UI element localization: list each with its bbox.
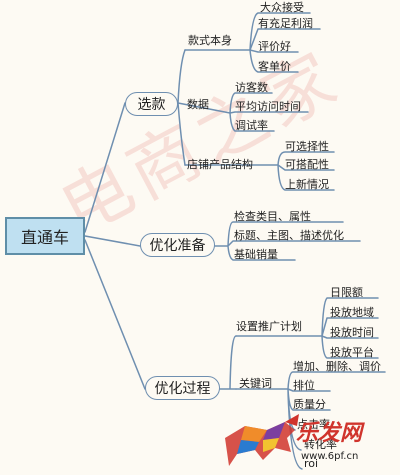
leaf-dianjilv: 点击率 bbox=[297, 418, 330, 431]
leaf-kexuanze: 可选择性 bbox=[285, 140, 329, 153]
leaf-pingjun: 平均访问时间 bbox=[235, 100, 301, 113]
leaf-zengjia: 增加、删除、调价 bbox=[293, 360, 381, 373]
group-label-shuju: 数据 bbox=[187, 98, 209, 111]
leaf-diyu: 投放地域 bbox=[330, 306, 374, 319]
connector-b1g1-leaves bbox=[249, 12, 321, 73]
leaf-jiancha: 检查类目、属性 bbox=[234, 210, 311, 223]
leaf-jichu: 基础销量 bbox=[234, 248, 278, 261]
connector-b1g3-leaves bbox=[277, 151, 335, 191]
leaf-fangke: 访客数 bbox=[235, 81, 268, 94]
connector-b1g2-leaves bbox=[229, 92, 309, 132]
leaf-pingjia: 评价好 bbox=[258, 40, 291, 53]
leaf-roi: roi bbox=[304, 457, 319, 470]
connector-root-branch2 bbox=[84, 235, 141, 247]
leaf-kedanjia: 客单价 bbox=[258, 60, 291, 73]
leaf-shijian: 投放时间 bbox=[330, 326, 374, 339]
leaf-tiaoshi: 调试率 bbox=[235, 119, 268, 132]
connector-root-branch3 bbox=[84, 239, 146, 390]
leaf-lirun: 有充足利润 bbox=[258, 17, 313, 30]
connector-b3g1-leaves bbox=[321, 297, 379, 359]
root-node: 直通车 bbox=[5, 217, 85, 255]
connector-b2-spine bbox=[214, 221, 361, 261]
group-label-shezhi: 设置推广计划 bbox=[236, 320, 302, 333]
connector-root-branch1 bbox=[84, 102, 126, 233]
connector-b3-spine bbox=[219, 335, 237, 390]
connector-b1-spine bbox=[177, 49, 186, 166]
leaf-rixiane: 日限额 bbox=[330, 286, 363, 299]
group-label-kuanshi: 款式本身 bbox=[188, 34, 232, 47]
logo-url: www.6pf.cn bbox=[301, 451, 359, 462]
branch-node-youhua-guocheng: 优化过程 bbox=[145, 376, 220, 400]
branch-node-xuankuan: 选款 bbox=[125, 92, 178, 116]
leaf-shangxin: 上新情况 bbox=[285, 178, 329, 191]
leaf-biaoti: 标题、主图、描述优化 bbox=[234, 229, 344, 242]
leaf-pingtai: 投放平台 bbox=[330, 346, 374, 359]
connector-b1-group2 bbox=[177, 102, 231, 114]
leaf-dazhong: 大众接受 bbox=[260, 1, 304, 14]
leaf-kedapei: 可搭配性 bbox=[285, 158, 329, 171]
group-label-dianpu: 店铺产品结构 bbox=[187, 158, 253, 171]
logo-text: 乐发网 bbox=[296, 420, 363, 446]
leaf-paiwei: 排位 bbox=[293, 379, 315, 392]
branch-node-youhua-zhunbei: 优化准备 bbox=[140, 233, 215, 257]
leaf-zhiliangfen: 质量分 bbox=[293, 398, 326, 411]
group-label-guanjianci: 关键词 bbox=[239, 377, 272, 390]
connector-b3g2-leaves bbox=[287, 371, 386, 470]
leaf-zhuanhualv: 转化率 bbox=[304, 438, 337, 451]
logo-horse-icon bbox=[225, 414, 299, 466]
